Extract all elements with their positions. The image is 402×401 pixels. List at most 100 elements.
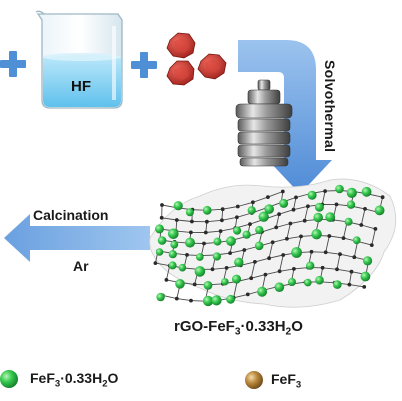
lattice-bond bbox=[261, 226, 277, 233]
carbon-atom bbox=[277, 212, 281, 217]
lattice-bond bbox=[233, 281, 238, 298]
lattice-bond bbox=[368, 193, 383, 198]
legend-item-hydrate: FeF3·0.33H2O bbox=[30, 370, 118, 389]
fef3-particle bbox=[155, 248, 164, 256]
carbon-atom bbox=[352, 255, 357, 260]
carbon-atom bbox=[281, 253, 286, 257]
legend-brown-sphere bbox=[245, 371, 263, 389]
carbon-atom bbox=[338, 252, 342, 257]
lattice-bond bbox=[311, 251, 326, 253]
lattice-bond bbox=[293, 197, 297, 210]
carbon-atom bbox=[192, 282, 197, 287]
lattice-bond bbox=[269, 254, 284, 259]
carbon-atom bbox=[380, 195, 385, 200]
carbon-atom bbox=[174, 218, 179, 222]
fef3-particle bbox=[279, 198, 289, 208]
lattice-bond bbox=[360, 208, 366, 226]
fef3-particle bbox=[178, 263, 187, 272]
carbon-atom bbox=[299, 234, 303, 239]
lattice-bond bbox=[290, 220, 305, 224]
lattice-bond bbox=[286, 235, 302, 240]
lattice-bond bbox=[251, 274, 266, 279]
lattice-bond bbox=[278, 209, 294, 215]
solvothermal-label: Solvothermal bbox=[322, 60, 338, 153]
lattice-bond bbox=[206, 219, 222, 223]
lattice-bond bbox=[221, 216, 237, 221]
fef3-particle bbox=[168, 228, 179, 240]
carbon-atom bbox=[164, 278, 169, 282]
carbon-atom bbox=[349, 269, 354, 274]
carbon-atom bbox=[189, 230, 193, 235]
carbon-atom bbox=[341, 236, 346, 241]
fef3-particle bbox=[374, 205, 385, 216]
composite-label-mid: ·0.33H bbox=[240, 318, 286, 335]
carbon-atom bbox=[274, 225, 279, 230]
fef3-particle bbox=[363, 256, 373, 266]
fef3-particle bbox=[185, 208, 194, 217]
carbon-atom bbox=[267, 256, 271, 261]
fef3-particle bbox=[255, 225, 264, 235]
carbon-atom bbox=[302, 218, 307, 223]
fef3-particle bbox=[170, 240, 179, 249]
fef3-particle bbox=[226, 236, 236, 247]
carbon-atom bbox=[373, 227, 378, 231]
carbon-atom bbox=[285, 236, 289, 241]
carbon-atom bbox=[205, 219, 209, 224]
fef3-particle bbox=[274, 282, 285, 293]
fef3-particle bbox=[194, 266, 206, 277]
fef3-particle bbox=[157, 236, 167, 245]
composite-label-main: rGO-FeF bbox=[174, 318, 235, 335]
fef3-particle bbox=[264, 204, 275, 214]
lattice-bond bbox=[268, 242, 274, 259]
lattice-bond bbox=[361, 224, 376, 230]
fef3-particle bbox=[247, 206, 256, 215]
lattice-bond bbox=[336, 254, 341, 270]
carbon-atom bbox=[235, 204, 240, 209]
carbon-atom bbox=[153, 261, 158, 265]
plus-sign bbox=[131, 52, 157, 78]
fef3-particle bbox=[315, 275, 324, 285]
autoclave-icon bbox=[235, 79, 293, 167]
fef3-particle bbox=[168, 261, 177, 270]
carbon-atom bbox=[334, 202, 339, 207]
lattice-bond bbox=[200, 243, 205, 256]
lattice-bond bbox=[252, 196, 269, 203]
lattice-bond bbox=[286, 223, 291, 239]
beaker-label: HF bbox=[71, 78, 91, 95]
fef3-particle bbox=[313, 212, 324, 223]
lattice-bond bbox=[230, 249, 245, 254]
carbon-atom bbox=[347, 282, 352, 287]
lattice-bond bbox=[205, 230, 221, 233]
legend-1-mid: ·0.33H bbox=[60, 370, 103, 386]
fef3-particle bbox=[173, 201, 183, 211]
carbon-atom bbox=[306, 204, 310, 209]
legend-1-sub2: 2 bbox=[102, 378, 108, 390]
carbon-atom bbox=[253, 260, 257, 264]
composite-label: rGO-FeF3·0.33H2O bbox=[174, 318, 303, 338]
plus-sign bbox=[0, 51, 26, 77]
fef3-particle bbox=[344, 217, 353, 226]
lattice-bond bbox=[254, 257, 270, 263]
lattice-bond bbox=[190, 300, 206, 302]
fef3-particle bbox=[213, 237, 222, 246]
lattice-bond bbox=[275, 214, 280, 228]
lattice-bond bbox=[222, 206, 238, 210]
legend-2-sub1: 3 bbox=[295, 379, 302, 391]
carbon-atom bbox=[228, 251, 233, 256]
carbon-atom bbox=[369, 243, 374, 248]
lattice-bond bbox=[339, 253, 355, 258]
lattice-bond bbox=[237, 201, 254, 207]
carbon-atom bbox=[248, 222, 252, 227]
fef3-particle bbox=[196, 253, 204, 261]
lattice-bond bbox=[279, 254, 284, 272]
fef3-particle bbox=[185, 237, 195, 248]
fef3-particle bbox=[258, 211, 269, 222]
carbon-atom bbox=[362, 285, 367, 289]
composite-label-end: O bbox=[291, 318, 303, 335]
legend-1-end: O bbox=[107, 370, 119, 386]
composite-label-sub1: 3 bbox=[234, 326, 241, 338]
carbon-atom bbox=[189, 298, 193, 303]
fef3-particle bbox=[288, 278, 296, 286]
carbon-atom bbox=[327, 234, 332, 238]
carbon-atom bbox=[294, 195, 298, 200]
